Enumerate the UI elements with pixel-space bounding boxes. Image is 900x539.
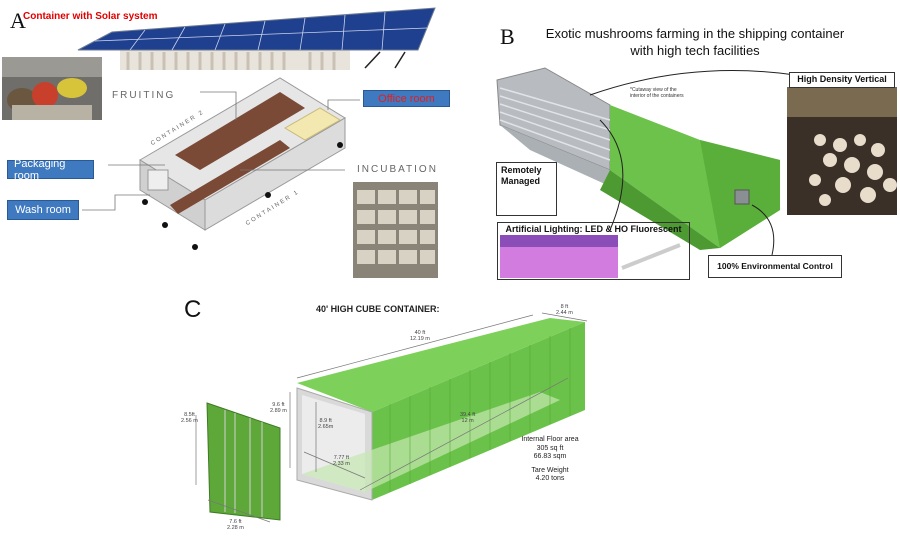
panel-a-illustration [2, 7, 438, 278]
width-m: 2.44 m [556, 310, 573, 317]
door-height-ft: 8.5ft [184, 412, 195, 418]
panel-b-illustration [496, 67, 897, 278]
cutaway-note-line1: *Cutaway view of the [630, 87, 677, 93]
oyster-mushroom-photo [2, 57, 102, 120]
cutaway-note: *Cutaway view of the interior of the con… [630, 87, 684, 99]
door-width-arrow [207, 499, 271, 523]
panel-b-title: Exotic mushrooms farming in the shipping… [520, 25, 870, 59]
artificial-lighting-box: Artificial Lighting: LED & HO Fluorescen… [497, 222, 690, 280]
panel-a-title: Container with Solar system [23, 11, 158, 22]
container-cutaway-model [82, 77, 360, 250]
tare-weight-label: Tare Weight [531, 466, 569, 474]
width-arrow [541, 312, 588, 322]
int-height-ft: 8.9 ft [319, 418, 332, 424]
int-length-ft: 39.4 ft [460, 412, 476, 418]
int-length-m: 12 m [461, 418, 474, 425]
door-height-m: 2.56 m [181, 418, 198, 425]
wash-room-label: Wash room [7, 200, 79, 220]
door-width-ft: 7.6 ft [229, 519, 242, 525]
fruiting-label: FRUITING [112, 90, 176, 101]
int-width-ft: 7.77 ft [333, 455, 350, 461]
container-specs: Internal Floor area 305 sq ft 66.83 sqm … [500, 436, 600, 484]
length-m: 12.19 m [410, 336, 430, 343]
high-density-vertical-label: High Density Vertical [797, 74, 887, 84]
remotely-managed-label: Remotely Managed [501, 165, 542, 186]
height-ft: 9.6 ft [272, 402, 285, 408]
packaging-room-label: Packaging room [7, 158, 94, 182]
int-width-arrow [303, 451, 366, 479]
floor-area-label: Internal Floor area [521, 436, 579, 443]
incubation-label: INCUBATION [357, 164, 438, 175]
floor-area-sqft: 305 sq ft [536, 444, 564, 452]
int-length-arrow [359, 377, 569, 491]
panel-b-letter: B [500, 24, 515, 49]
panel-b-title-line2: with high tech facilities [630, 43, 760, 58]
high-density-vertical-box: High Density Vertical [789, 72, 895, 88]
panel-a-letter: A [10, 8, 26, 33]
length-ft: 40 ft [414, 330, 426, 336]
shipping-container-cutaway [496, 67, 780, 250]
tare-weight-value: 4.20 tons [535, 475, 565, 482]
container-door-panel [206, 402, 281, 521]
height-m: 2.89 m [270, 408, 287, 415]
artificial-lighting-label: Artificial Lighting: LED & HO Fluorescen… [505, 224, 682, 234]
remotely-managed-box: Remotely Managed [496, 162, 557, 216]
office-room-label: Office room [363, 90, 450, 107]
panel-c-letter: C [184, 296, 202, 323]
width-ft: 8 ft [560, 304, 569, 310]
int-height-m: 2.65m [318, 424, 334, 431]
door-width-m: 2.28 m [227, 525, 244, 532]
int-width-m: 2.33 m [333, 461, 350, 468]
solar-panel-image [77, 7, 436, 70]
panel-c-title: 40' HIGH CUBE CONTAINER: [316, 304, 440, 314]
incubation-bags-photo [353, 182, 438, 278]
led-lighting-photo [500, 235, 681, 278]
floor-area-sqm: 66.83 sqm [533, 453, 567, 460]
cutaway-note-line2: interior of the containers [630, 93, 684, 99]
panel-b-title-line1: Exotic mushrooms farming in the shipping… [545, 26, 845, 41]
environmental-control-box: 100% Environmental Control [708, 255, 842, 278]
length-arrow [296, 314, 534, 379]
environmental-control-label: 100% Environmental Control [717, 261, 833, 271]
mushroom-bed-photo [787, 87, 897, 215]
